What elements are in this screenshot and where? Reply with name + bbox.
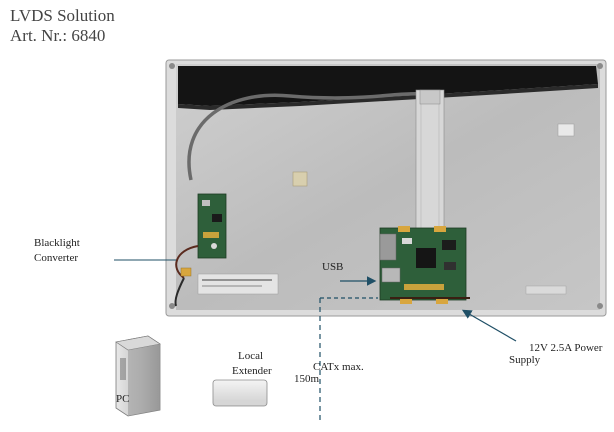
title-line-2: Art. Nr.: 6840	[10, 26, 106, 45]
label-backlight-1: Blacklight	[34, 237, 80, 249]
power-arrow	[461, 309, 517, 342]
label-power-1: 12V 2.5A Power	[529, 342, 603, 354]
pc-tower	[115, 335, 161, 417]
backlight-converter-board	[197, 193, 227, 259]
label-usb: USB	[322, 261, 344, 273]
label-power-2: Supply	[509, 354, 541, 366]
label-local-1: Local	[238, 350, 264, 362]
label-pc: PC	[116, 393, 130, 405]
lcd-panel	[165, 59, 607, 317]
lvds-controller-board	[379, 226, 467, 304]
label-local-2: Extender	[232, 365, 272, 377]
gray-cable	[187, 91, 421, 181]
label-catx-2: 150m	[294, 373, 320, 385]
ribbon-cable	[415, 89, 445, 231]
label-catx-1: CATx max.	[313, 361, 364, 373]
label-backlight-2: Converter	[34, 252, 78, 264]
title-line-1: LVDS Solution	[10, 6, 115, 25]
local-extender-box	[212, 379, 268, 407]
